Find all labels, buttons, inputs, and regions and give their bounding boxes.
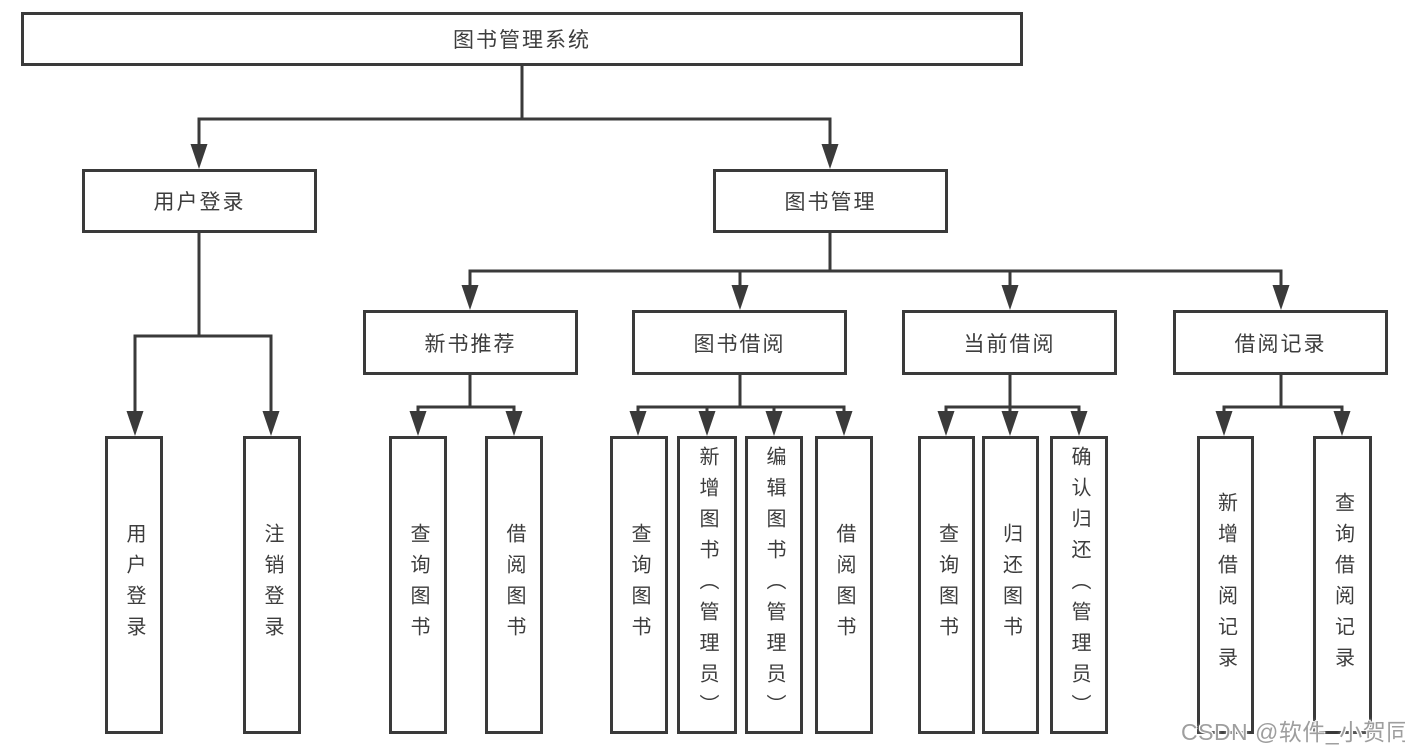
node-new-book-recommendation-label: 新书推荐: [424, 332, 517, 356]
arrow-icon: [629, 411, 647, 436]
leaf-borrowing-add-books-admin-label: 新增图书（管理员）: [696, 445, 718, 725]
edge-book-borrowing-to-leaves: [636, 372, 846, 415]
arrow-icon: [765, 411, 783, 436]
watermark-text: CSDN @软件_小贺同学: [1181, 719, 1405, 745]
arrow-icon: [461, 285, 479, 310]
leaf-records-query-record-label: 查询借阅记录: [1331, 492, 1354, 678]
edge-user-login-to-leaves: [133, 231, 273, 416]
leaf-recommend-query-books-label: 查询图书: [407, 523, 429, 647]
node-user-login-label: 用户登录: [153, 191, 246, 214]
leaf-records-add-record: 新增借阅记录: [1197, 436, 1254, 734]
arrow-icon: [1070, 411, 1088, 436]
edge-borrowing-records-to-leaves: [1222, 372, 1344, 415]
arrow-icon: [262, 411, 280, 436]
node-borrowing-records-label: 借阅记录: [1234, 332, 1327, 356]
arrow-icon: [1001, 411, 1019, 436]
arrow-icon: [821, 144, 839, 169]
leaf-logout: 注销登录: [243, 436, 301, 734]
arrow-icon: [937, 411, 955, 436]
arrow-icon: [731, 285, 749, 310]
node-user-login: 用户登录: [82, 169, 317, 233]
arrow-icon: [409, 411, 427, 436]
leaf-current-confirm-return-admin: 确认归还（管理员）: [1050, 436, 1108, 734]
node-borrowing-records: 借阅记录: [1173, 310, 1388, 375]
arrow-icon: [1001, 285, 1019, 310]
arrow-icon: [505, 411, 523, 436]
leaf-borrowing-borrow-books-label: 借阅图书: [833, 523, 855, 647]
leaf-current-return-books: 归还图书: [982, 436, 1039, 734]
node-current-borrowing-label: 当前借阅: [963, 332, 1056, 356]
leaf-current-confirm-return-admin-label: 确认归还（管理员）: [1068, 445, 1090, 725]
node-root: 图书管理系统: [21, 12, 1023, 66]
arrow-icon: [1333, 411, 1351, 436]
arrow-icon: [190, 144, 208, 169]
leaf-recommend-borrow-books-label: 借阅图书: [503, 523, 525, 647]
edge-root-to-level2: [197, 62, 832, 149]
leaf-borrowing-query-books-label: 查询图书: [628, 523, 650, 647]
node-current-borrowing: 当前借阅: [902, 310, 1117, 375]
node-book-management: 图书管理: [713, 169, 948, 233]
leaf-borrowing-add-books-admin: 新增图书（管理员）: [677, 436, 737, 734]
arrowheads: [126, 144, 1351, 436]
node-book-borrowing: 图书借阅: [632, 310, 847, 375]
node-book-borrowing-label: 图书借阅: [693, 332, 786, 356]
edge-new-book-recommendation-to-leaves: [416, 372, 516, 415]
arrow-icon: [1272, 285, 1290, 310]
leaf-records-add-record-label: 新增借阅记录: [1214, 492, 1237, 678]
watermark: CSDN @软件_小贺同学: [1181, 713, 1405, 747]
node-new-book-recommendation: 新书推荐: [363, 310, 578, 375]
leaf-records-query-record: 查询借阅记录: [1313, 436, 1372, 734]
arrow-icon: [1215, 411, 1233, 436]
leaf-borrowing-edit-books-admin-label: 编辑图书（管理员）: [763, 445, 785, 725]
leaf-borrowing-borrow-books: 借阅图书: [815, 436, 873, 734]
edge-book-management-to-level3: [468, 231, 1283, 290]
leaf-borrowing-edit-books-admin: 编辑图书（管理员）: [745, 436, 803, 734]
leaf-user-login: 用户登录: [105, 436, 163, 734]
leaf-user-login-label: 用户登录: [123, 523, 145, 647]
leaf-current-query-books-label: 查询图书: [935, 523, 958, 647]
leaf-recommend-query-books: 查询图书: [389, 436, 447, 734]
edge-current-borrowing-to-leaves: [944, 372, 1081, 415]
leaf-current-query-books: 查询图书: [918, 436, 975, 734]
arrow-icon: [698, 411, 716, 436]
leaf-logout-label: 注销登录: [261, 523, 283, 647]
node-root-label: 图书管理系统: [453, 29, 591, 52]
arrow-icon: [126, 411, 144, 436]
arrow-icon: [835, 411, 853, 436]
node-book-management-label: 图书管理: [784, 191, 877, 214]
leaf-recommend-borrow-books: 借阅图书: [485, 436, 543, 734]
leaf-borrowing-query-books: 查询图书: [610, 436, 668, 734]
leaf-current-return-books-label: 归还图书: [999, 523, 1022, 647]
